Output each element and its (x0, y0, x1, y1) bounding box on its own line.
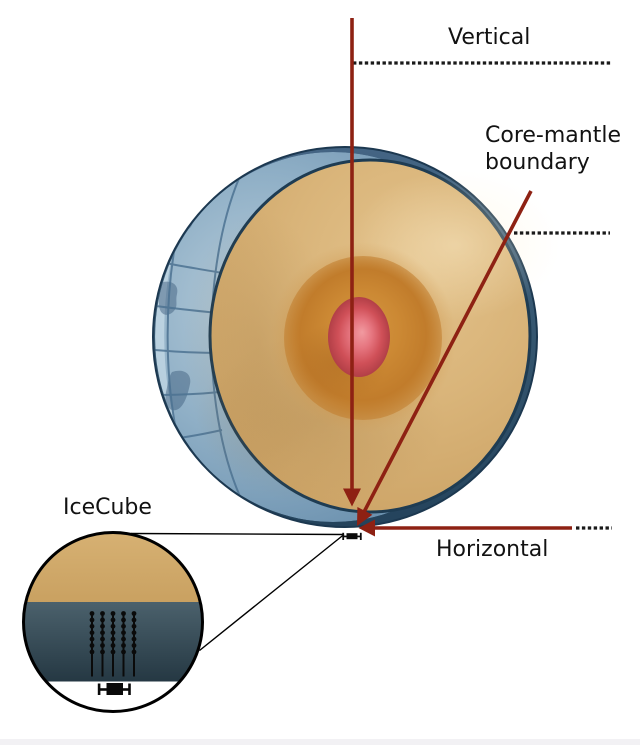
vertical-arrowhead (343, 488, 361, 507)
inset-connector-line-bottom (199, 533, 345, 652)
core-mantle-boundary-arrow (357, 190, 533, 526)
ice-sheet-surface (23, 532, 203, 602)
vertical-arrow (343, 18, 361, 507)
core-mantle-arrowhead (357, 507, 373, 526)
vertical-label: Vertical (448, 25, 531, 50)
icecube-inset (22, 531, 204, 713)
core-mantle-boundary-label: Core-mantle boundary (485, 123, 621, 175)
icecube-label: IceCube (63, 495, 152, 520)
icecube-detector-marker (342, 532, 362, 540)
horizontal-arrowhead (358, 519, 375, 537)
horizontal-label: Horizontal (436, 537, 549, 562)
earth-globe (152, 146, 560, 528)
inset-detector-symbol (97, 683, 131, 695)
page-edge-strip (0, 739, 640, 745)
inset-connector-lines (130, 532, 345, 652)
inner-core (328, 297, 390, 377)
horizontal-arrow (358, 519, 572, 537)
inset-connector-line-top (130, 532, 345, 536)
optical-module-dots (89, 611, 137, 655)
icecube-inset-circle (22, 531, 204, 713)
detector-strings (89, 611, 137, 677)
